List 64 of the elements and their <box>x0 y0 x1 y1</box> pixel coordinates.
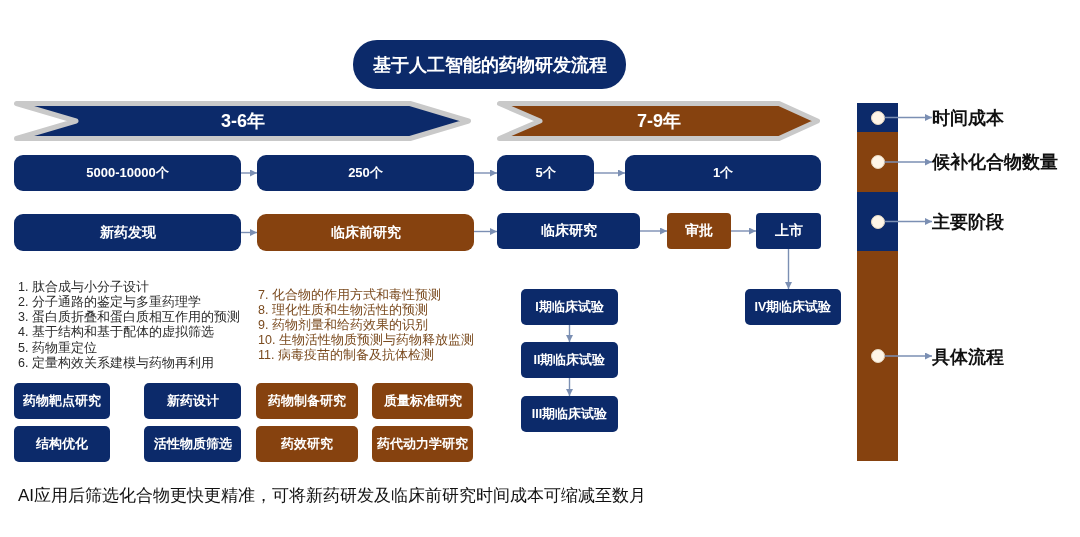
circle-marker <box>870 110 885 125</box>
task-box: 药代动力学研究 <box>372 426 473 462</box>
arrow <box>639 227 668 235</box>
task-box: 药物制备研究 <box>256 383 358 419</box>
task-box: 结构优化 <box>14 426 110 462</box>
stage-box: 临床前研究 <box>257 214 474 251</box>
title-banner: 基于人工智能的药物研发流程 <box>353 40 626 89</box>
list-item-text: 6. 定量构效关系建模与药物再利用 <box>18 356 214 371</box>
row-label: 时间成本 <box>932 106 1004 130</box>
stage-box: 上市 <box>756 213 821 249</box>
count-box: 5000-10000个 <box>14 155 241 191</box>
bar-segment <box>857 192 898 251</box>
chevron-banner <box>497 101 821 141</box>
stage-box: 新药发现 <box>14 214 241 251</box>
task-box: 质量标准研究 <box>372 383 473 419</box>
count-box: 5个 <box>497 155 594 191</box>
arrow <box>240 169 258 177</box>
trial-phase-box: I期临床试验 <box>521 289 618 325</box>
arrow <box>240 229 258 236</box>
row-label: 具体流程 <box>932 345 1004 369</box>
task-box: 药物靶点研究 <box>14 383 110 419</box>
stage-box: 审批 <box>667 213 731 249</box>
arrow <box>593 169 626 177</box>
caption: AI应用后筛选化合物更快更精准，可将新药研发及临床前研究时间成本可缩减至数月 <box>18 485 647 507</box>
trial-phase-box: II期临床试验 <box>521 342 618 378</box>
arrow <box>566 324 573 343</box>
trial-phase-box: IV期临床试验 <box>745 289 841 325</box>
arrow <box>883 218 933 225</box>
list-item-text: 4. 基于结构和基于配体的虚拟筛选 <box>18 325 214 341</box>
list-item-text: 10. 生物活性物质预测与药物释放监测 <box>258 332 474 348</box>
bar-segment <box>857 251 898 461</box>
row-label: 主要阶段 <box>932 210 1004 234</box>
stage-box: 临床研究 <box>497 213 640 249</box>
trial-phase-box: III期临床试验 <box>521 396 618 432</box>
circle-marker <box>870 155 885 169</box>
list-item-text: 5. 药物重定位 <box>18 340 97 356</box>
circle-marker <box>870 214 885 229</box>
duration-label: 7-9年 <box>637 110 681 133</box>
count-box: 250个 <box>257 155 474 191</box>
arrow <box>473 169 498 177</box>
task-box: 药效研究 <box>256 426 358 462</box>
bar-segment <box>857 132 898 192</box>
arrow <box>883 158 933 166</box>
arrow <box>566 377 573 397</box>
bar-segment <box>857 103 898 132</box>
arrow <box>883 352 933 360</box>
list-item-text: 9. 药物剂量和给药效果的识别 <box>258 317 428 333</box>
list-item-text: 11. 病毒疫苗的制备及抗体检测 <box>258 347 434 363</box>
arrow <box>883 114 933 121</box>
list-item-text: 3. 蛋白质折叠和蛋白质相互作用的预测 <box>18 310 240 325</box>
row-label: 候补化合物数量 <box>932 150 1058 174</box>
list-item-text: 7. 化合物的作用方式和毒性预测 <box>258 287 441 303</box>
arrow <box>785 248 792 290</box>
count-box: 1个 <box>625 155 821 191</box>
task-box: 活性物质筛选 <box>144 426 241 462</box>
arrow <box>473 228 498 235</box>
list-item-text: 8. 理化性质和生物活性的预测 <box>258 302 428 318</box>
arrow <box>730 227 757 235</box>
duration-label: 3-6年 <box>221 110 265 133</box>
chevron-banner <box>14 101 472 141</box>
task-box: 新药设计 <box>144 383 241 419</box>
circle-marker <box>870 349 885 363</box>
list-item-text: 2. 分子通路的鉴定与多重药理学 <box>18 294 201 310</box>
list-item-text: 1. 肽合成与小分子设计 <box>18 279 149 295</box>
